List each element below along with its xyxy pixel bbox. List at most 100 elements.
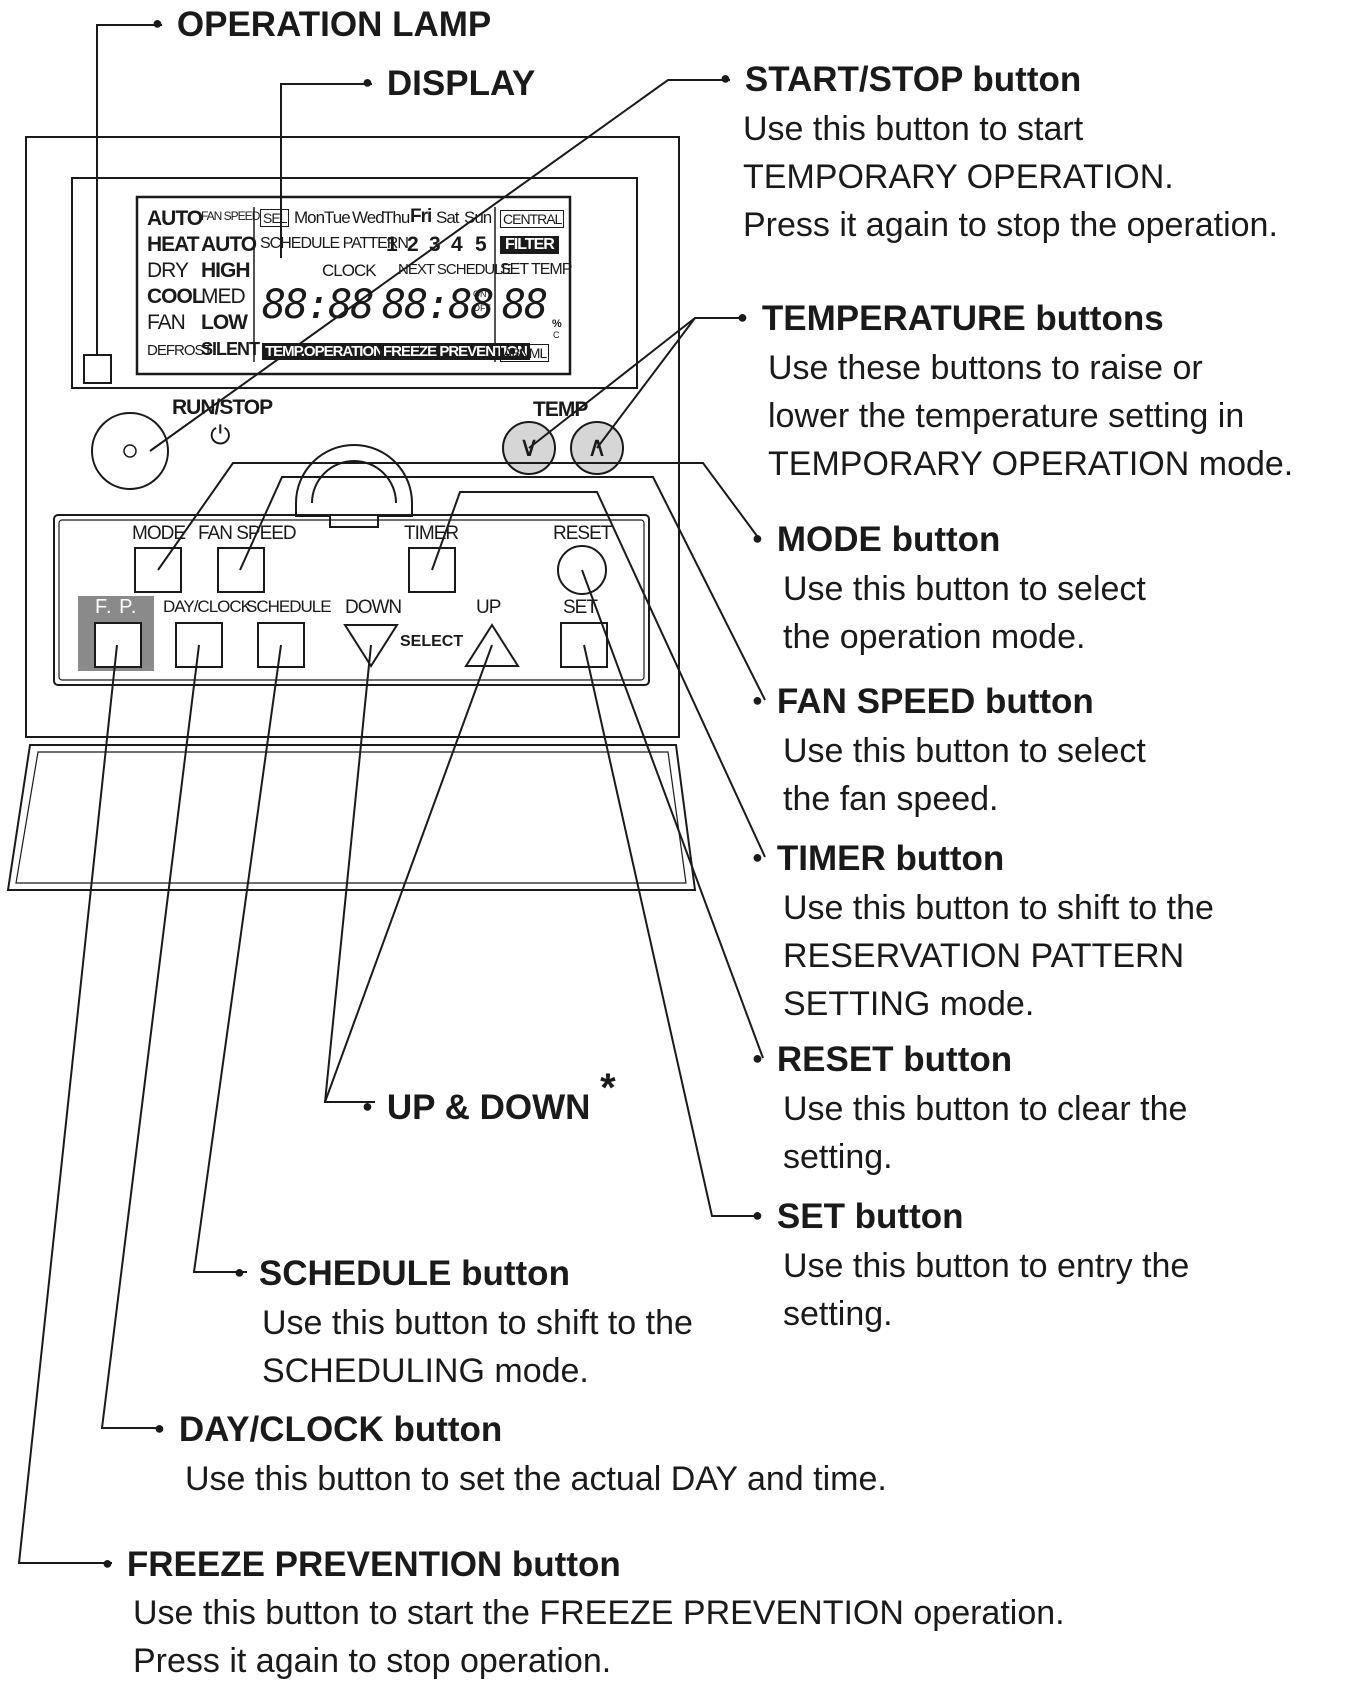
lcd-fan-speed-label: FAN SPEED <box>201 209 260 223</box>
callout-fan-speed-title: FAN SPEED button <box>752 682 1094 722</box>
lcd-percent: % <box>552 318 562 330</box>
callout-start-stop-title: START/STOP button <box>720 60 1081 100</box>
callout-timer-title: TIMER button <box>752 839 1004 879</box>
callout-mode-title: MODE button <box>752 520 1001 560</box>
lcd-freeze-prevention: FREEZE PREVENTION <box>380 343 530 360</box>
lcd-next-schedule-label: NEXT SCHEDULE <box>398 261 512 278</box>
callout-day-clock-desc: Use this button to set the actual DAY an… <box>185 1460 887 1498</box>
schedule-label: SCHEDULE <box>246 597 332 616</box>
callout-display-title: DISPLAY <box>362 64 535 104</box>
lcd-sel: SEL <box>260 209 290 227</box>
lcd-on: ON <box>473 289 487 299</box>
lcd-off: OFF <box>473 303 491 313</box>
lcd-pattern-1: 1 <box>386 233 398 256</box>
lcd-fan-auto: AUTO <box>201 233 257 256</box>
callout-mode-desc: Use this button to select the operation … <box>783 570 1146 656</box>
lcd-day-tue: Tue <box>324 208 351 227</box>
down-button[interactable] <box>345 625 397 666</box>
callout-set-title: SET button <box>752 1197 964 1237</box>
lcd-day-sun: Sun <box>464 208 492 227</box>
callout-freeze-prevention-title: FREEZE PREVENTION button <box>102 1545 621 1585</box>
remote-body <box>25 136 680 738</box>
lcd-screen <box>135 195 572 376</box>
lcd-day-wed: Wed <box>352 208 385 227</box>
reset-label: RESET <box>553 523 612 544</box>
down-label: DOWN <box>345 597 402 618</box>
lcd-celsius: C <box>553 330 560 340</box>
temp-down-button[interactable]: ∨ <box>503 422 555 474</box>
lcd-day-fri: Fri <box>410 206 432 227</box>
power-icon: ⏻ <box>210 420 231 450</box>
set-label: SET <box>563 597 598 618</box>
mode-label: MODE <box>132 523 186 544</box>
lcd-filter: FILTER <box>500 236 559 254</box>
timer-button[interactable] <box>409 548 455 592</box>
run-stop-button-shape <box>91 412 169 490</box>
callout-schedule-title: SCHEDULE button <box>234 1254 570 1294</box>
lcd-day-mon: Mon <box>294 208 325 227</box>
fan-speed-label: FAN SPEED <box>198 523 297 544</box>
fan-speed-button[interactable] <box>218 548 264 592</box>
lcd-pattern-5: 5 <box>475 233 487 256</box>
lcd-day-thu: Thu <box>383 208 410 227</box>
callout-timer-desc: Use this button to shift to the RESERVAT… <box>783 889 1214 1023</box>
fp-label: F. P. <box>95 596 138 618</box>
callout-up-down-title: UP & DOWN * <box>362 1066 616 1129</box>
lcd-fan-silent: SILENT <box>201 339 260 359</box>
lcd-schedule-pattern: SCHEDULE PATTERN <box>260 235 409 252</box>
run-stop-button[interactable] <box>92 413 168 489</box>
lcd-central: CENTRAL <box>500 210 565 228</box>
callout-reset-title: RESET button <box>752 1040 1012 1080</box>
callout-start-stop-desc: Use this button to start TEMPORARY OPERA… <box>743 110 1278 244</box>
callout-operation-lamp-title: OPERATION LAMP <box>152 5 491 45</box>
chevron-up-icon: ∧ <box>586 431 608 462</box>
temp-up-button[interactable]: ∧ <box>571 422 623 474</box>
reset-button[interactable] <box>558 546 606 594</box>
callout-temperature-title: TEMPERATURE buttons <box>737 299 1164 339</box>
timer-label: TIMER <box>404 523 459 544</box>
lcd-clock-label: CLOCK <box>322 261 377 280</box>
callout-day-clock-title: DAY/CLOCK button <box>154 1410 502 1450</box>
asterisk-note: * <box>600 1066 616 1110</box>
lcd-fan-low: LOW <box>201 311 248 334</box>
callout-fan-speed-desc: Use this button to select the fan speed. <box>783 732 1146 818</box>
run-stop-label: RUN/STOP <box>172 396 273 419</box>
lcd-mode-heat: HEAT <box>147 233 200 256</box>
lcd-temp-operation: TEMP.OPERATION <box>262 343 386 360</box>
lcd-mode-cool: COOL <box>147 285 205 308</box>
callout-freeze-prevention-desc: Use this button to start the FREEZE PREV… <box>133 1594 1065 1680</box>
lcd-pattern-4: 4 <box>451 233 463 256</box>
select-label: SELECT <box>400 633 464 650</box>
lcd-clock-digits: 88:88 <box>262 282 374 328</box>
chevron-down-icon: ∨ <box>518 431 540 462</box>
lcd-day-sat: Sat <box>436 208 460 227</box>
up-label: UP <box>476 597 501 618</box>
day-clock-button[interactable] <box>176 623 222 667</box>
lcd-set-temp: SET TEMP <box>500 261 572 278</box>
fp-button[interactable] <box>95 623 141 667</box>
set-button[interactable] <box>561 623 607 667</box>
schedule-button[interactable] <box>258 623 304 667</box>
lcd-mode-defrost: DEFROST <box>147 342 213 359</box>
operation-lamp <box>83 354 112 384</box>
lcd-temp-digits: 88 <box>502 282 548 328</box>
lcd-bezel <box>71 177 638 389</box>
lcd-abnml: ABNML <box>500 344 550 362</box>
mode-button[interactable] <box>135 548 181 592</box>
callout-temperature-desc: Use these buttons to raise or lower the … <box>768 349 1294 483</box>
lcd-mode-auto: AUTO <box>147 207 203 230</box>
callout-reset-desc: Use this button to clear the setting. <box>783 1090 1188 1176</box>
callout-schedule-desc: Use this button to shift to the SCHEDULI… <box>262 1304 693 1390</box>
up-button[interactable] <box>466 625 518 666</box>
day-clock-label: DAY/CLOCK <box>163 597 252 616</box>
lcd-next-digits: 88:88 <box>382 282 494 328</box>
callout-set-desc: Use this button to entry the setting. <box>783 1247 1190 1333</box>
lcd-pattern-3: 3 <box>429 233 441 256</box>
lcd-pattern-2: 2 <box>407 233 419 256</box>
temp-label: TEMP <box>533 398 588 421</box>
lcd-mode-dry: DRY <box>147 259 189 282</box>
lcd-mode-fan: FAN <box>147 311 186 334</box>
lcd-fan-high: HIGH <box>201 259 250 282</box>
button-panel <box>53 514 650 686</box>
